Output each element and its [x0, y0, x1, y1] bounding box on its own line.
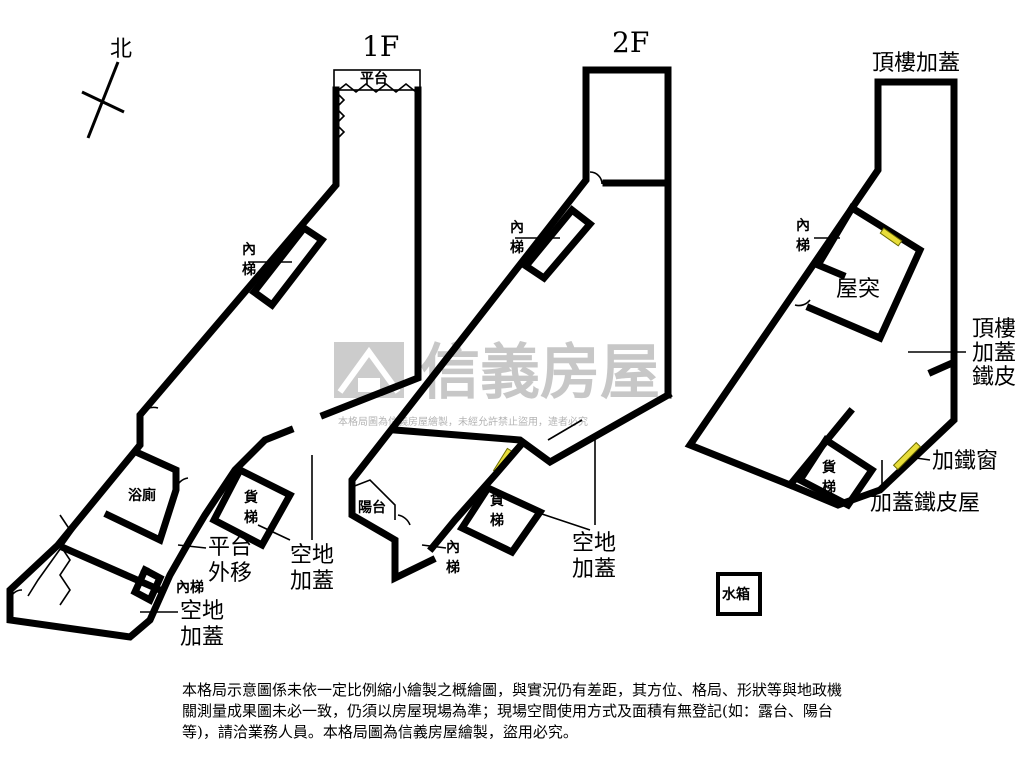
chimney-label: 屋突 — [836, 277, 880, 302]
label-platform-a: 平台 — [208, 535, 252, 560]
platform-label: 平台 — [360, 70, 388, 87]
2f-freight-elevator — [456, 483, 546, 557]
svg-text:梯: 梯 — [244, 509, 258, 526]
platform-railing-side — [334, 91, 346, 141]
2f-outer-wall-right — [582, 66, 672, 399]
north-label: 北 — [110, 37, 132, 62]
roof-title: 頂樓加蓋 — [872, 51, 960, 76]
disclaimer-text: 本格局示意圖係未依一定比例縮小繪製之概繪圖，與實況仍有差距，其方位、格局、形狀等… — [182, 681, 843, 741]
water-tank — [716, 572, 762, 616]
1f-empty-lot-c: 空地 — [180, 599, 224, 624]
svg-text:內: 內 — [446, 540, 460, 556]
svg-text:梯: 梯 — [796, 237, 810, 254]
svg-text:內: 內 — [510, 220, 524, 236]
watermark: 信義房屋 本格局圖為信義房屋繪製，未經允許禁止盜用，違者必究 — [334, 338, 660, 428]
1f-outer-wall-left — [6, 86, 340, 641]
1f-inner-stair — [249, 223, 328, 310]
1f-door-arc — [139, 406, 159, 416]
roof-chimney — [805, 203, 925, 343]
1f-empty-lot-b: 加蓋 — [290, 569, 334, 594]
watermark-brand: 信義房屋 — [420, 338, 660, 408]
iron-window-label: 加鐵窗 — [932, 449, 998, 474]
roof-outer-wall-left — [684, 78, 882, 490]
1f-inner-stair-label-b: 梯 — [242, 261, 256, 278]
bathroom-label: 浴廁 — [128, 487, 156, 504]
floor-1f: 1F 平台 內 梯 浴廁 貨 梯 平台 外移 內梯 空地 加蓋 — [6, 30, 422, 650]
water-tank-label: 水箱 — [722, 586, 750, 603]
svg-text:頂樓: 頂樓 — [972, 317, 1016, 342]
svg-text:加蓋: 加蓋 — [972, 341, 1016, 366]
floor-roof: 頂樓加蓋 屋突 內 梯 貨 梯 頂樓 加蓋 鐵皮 加鐵窗 加蓋鐵皮屋 水箱 — [684, 51, 1016, 616]
floor-2f-title: 2F — [612, 26, 649, 59]
balcony-label: 陽台 — [358, 499, 386, 516]
svg-text:梯: 梯 — [510, 239, 524, 256]
roof-freight-elevator — [794, 435, 877, 510]
svg-text:梯: 梯 — [822, 479, 836, 496]
platform-box — [333, 69, 421, 91]
1f-inner-stair-label-a: 內 — [242, 242, 256, 258]
floor-2f: 2F 內 梯 陽台 貨 梯 內 梯 空地 加蓋 — [348, 26, 673, 584]
svg-text:梯: 梯 — [446, 559, 460, 576]
svg-text:鐵皮: 鐵皮 — [972, 365, 1016, 390]
1f-railing — [27, 495, 99, 597]
svg-text:貨: 貨 — [243, 489, 258, 506]
1f-freight-elevator — [209, 465, 295, 550]
iron-sheet-house-label: 加蓋鐵皮屋 — [870, 491, 980, 516]
1f-outer-wall-right — [319, 86, 422, 420]
north-arrow: 北 — [81, 37, 132, 139]
platform-railing — [335, 82, 417, 94]
watermark-notice: 本格局圖為信義房屋繪製，未經允許禁止盜用，違者必究 — [338, 415, 588, 428]
2f-empty-lot-b: 加蓋 — [572, 557, 616, 582]
1f-small-stair — [130, 565, 165, 605]
2f-balcony-rail — [351, 479, 396, 520]
svg-text:梯: 梯 — [490, 512, 504, 529]
svg-text:內: 內 — [796, 218, 810, 234]
brand-logo — [334, 342, 404, 398]
floor-1f-title: 1F — [362, 30, 399, 63]
2f-empty-lot-a: 空地 — [572, 531, 616, 556]
roof-iron-window — [892, 441, 922, 471]
1f-empty-lot-d: 加蓋 — [180, 625, 224, 650]
1f-empty-lot-a: 空地 — [290, 543, 334, 568]
svg-text:貨: 貨 — [821, 459, 836, 476]
2f-outer-wall-left — [348, 66, 590, 584]
label-platform-b: 外移 — [208, 561, 252, 586]
svg-text:內梯: 內梯 — [176, 579, 204, 596]
2f-inner-stair — [520, 205, 596, 283]
2f-internal-wall — [391, 390, 673, 467]
svg-text:貨: 貨 — [489, 492, 504, 509]
